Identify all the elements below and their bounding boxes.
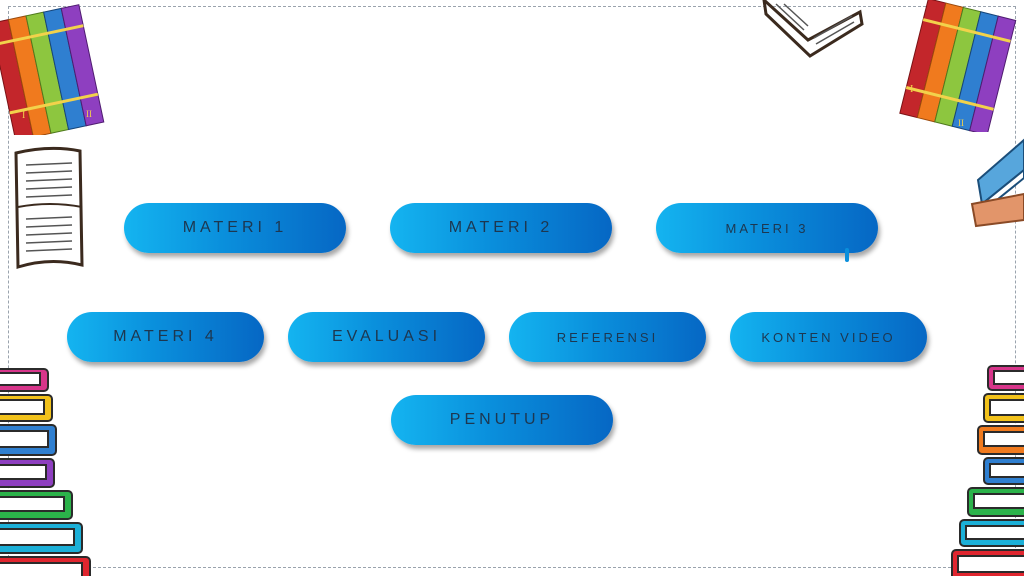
books-row-icon: I II (0, 4, 105, 135)
materi-1-button[interactable]: MATERI 1 (124, 203, 346, 253)
books-row-icon: I II (899, 0, 1017, 132)
open-book-icon (14, 146, 84, 270)
book-stack-icon (951, 365, 1024, 576)
spine-label: II (958, 118, 964, 128)
konten-video-button[interactable]: KONTEN VIDEO (730, 312, 927, 362)
materi-3-button[interactable]: MATERI 3 (656, 203, 878, 253)
closed-book-icon (970, 138, 1024, 228)
materi-2-button[interactable]: MATERI 2 (390, 203, 612, 253)
spine-label: I (22, 110, 25, 121)
paint-drip (845, 248, 849, 262)
penutup-button[interactable]: PENUTUP (391, 395, 613, 445)
spine-label: I (910, 84, 913, 95)
book-stack-icon (0, 368, 91, 576)
evaluasi-button[interactable]: EVALUASI (288, 312, 485, 362)
open-book-icon (762, 0, 864, 58)
slide-border (8, 6, 1016, 568)
spine-label: II (86, 109, 92, 119)
referensi-button[interactable]: REFERENSI (509, 312, 706, 362)
materi-4-button[interactable]: MATERI 4 (67, 312, 264, 362)
